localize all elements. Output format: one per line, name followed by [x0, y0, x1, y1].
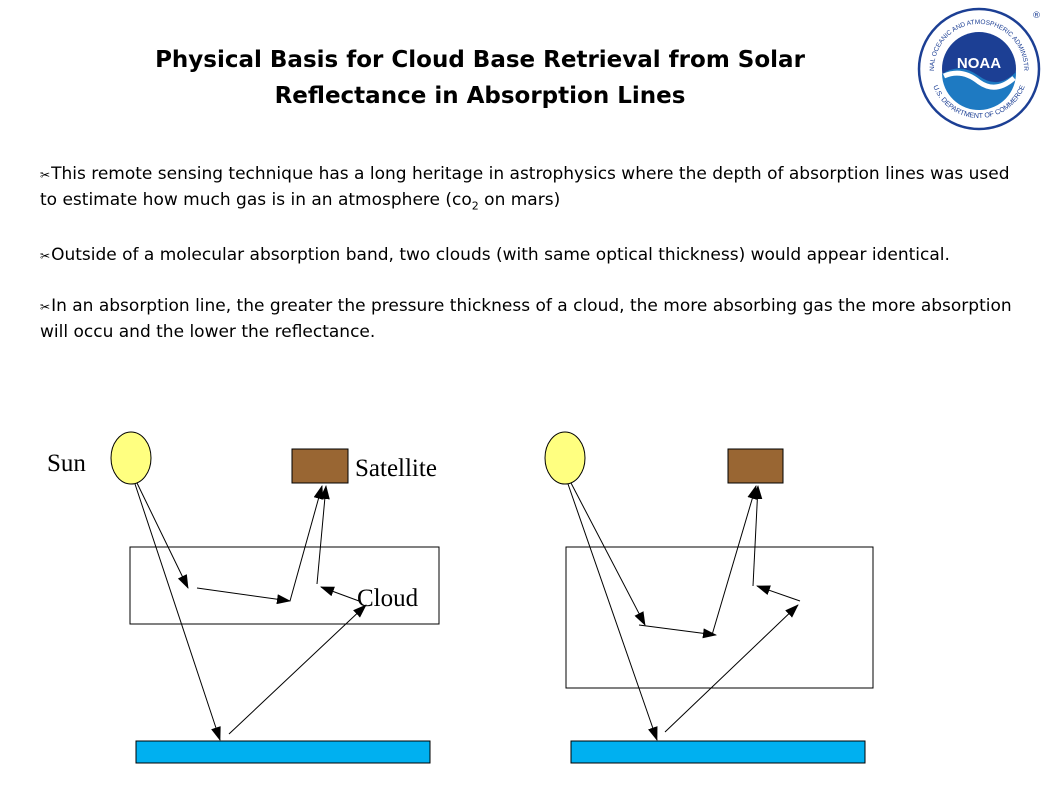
scene-thick-cloud: [544, 431, 874, 764]
sun-icon: [110, 431, 152, 485]
bullet-outside-band-text: Outside of a molecular absorption band, …: [51, 245, 950, 266]
cloud-box: [565, 546, 874, 689]
sun-icon: [544, 431, 586, 485]
ray-surface-to-cloud: [664, 604, 799, 733]
ray-cloud-to-satellite: [289, 485, 324, 602]
ray-sun-to-surface: [567, 483, 658, 741]
cloud-label: Cloud: [357, 585, 419, 612]
ray-sun-to-cloud: [136, 482, 189, 589]
ray-cloud-up-to-satellite: [752, 485, 763, 587]
bullet-list: ✂This remote sensing technique has a lon…: [40, 162, 1030, 370]
ray-surface-to-cloud: [228, 604, 367, 735]
ray-cloud-back: [320, 586, 360, 602]
registered-mark: ®: [1032, 11, 1041, 21]
bullet-heritage: ✂This remote sensing technique has a lon…: [40, 162, 1030, 218]
scissors-icon: ✂: [40, 249, 51, 264]
bullet-heritage-text-end: on mars): [478, 190, 561, 210]
surface-bar: [570, 740, 866, 764]
ray-in-cloud: [196, 587, 291, 605]
title-line-2: Reflectance in Absorption Lines: [274, 83, 686, 109]
co2-subscript: 2: [471, 199, 479, 213]
ray-in-cloud: [638, 624, 717, 639]
ray-cloud-up-to-satellite: [316, 485, 330, 585]
noaa-logo: NOAA NATIONAL OCEANIC AND ATMOSPHERIC AD…: [912, 2, 1041, 131]
scissors-icon: ✂: [40, 300, 51, 315]
satellite-label: Satellite: [355, 455, 437, 482]
sun-label: Sun: [47, 450, 86, 477]
cloud-box: [129, 546, 440, 625]
surface-bar: [135, 740, 431, 764]
ray-cloud-back: [756, 585, 801, 602]
scene-thin-cloud: Sun Satellite Cloud: [47, 431, 440, 764]
bullet-heritage-text: This remote sensing technique has a long…: [40, 164, 1010, 210]
scissors-icon: ✂: [40, 168, 51, 182]
ray-sun-to-surface: [134, 483, 221, 741]
satellite-icon: [291, 448, 349, 484]
bullet-outside-band: ✂Outside of a molecular absorption band,…: [40, 243, 1030, 269]
ray-cloud-to-satellite: [711, 485, 758, 636]
bullet-absorption-line: ✂In an absorption line, the greater the …: [40, 294, 1030, 345]
slide-title: Physical Basis for Cloud Base Retrieval …: [40, 42, 920, 114]
ray-sun-to-cloud: [570, 482, 646, 626]
bullet-absorption-line-text: In an absorption line, the greater the p…: [40, 296, 1012, 343]
logo-center-text: NOAA: [957, 55, 1001, 72]
satellite-icon: [727, 448, 784, 484]
title-line-1: Physical Basis for Cloud Base Retrieval …: [155, 47, 805, 73]
